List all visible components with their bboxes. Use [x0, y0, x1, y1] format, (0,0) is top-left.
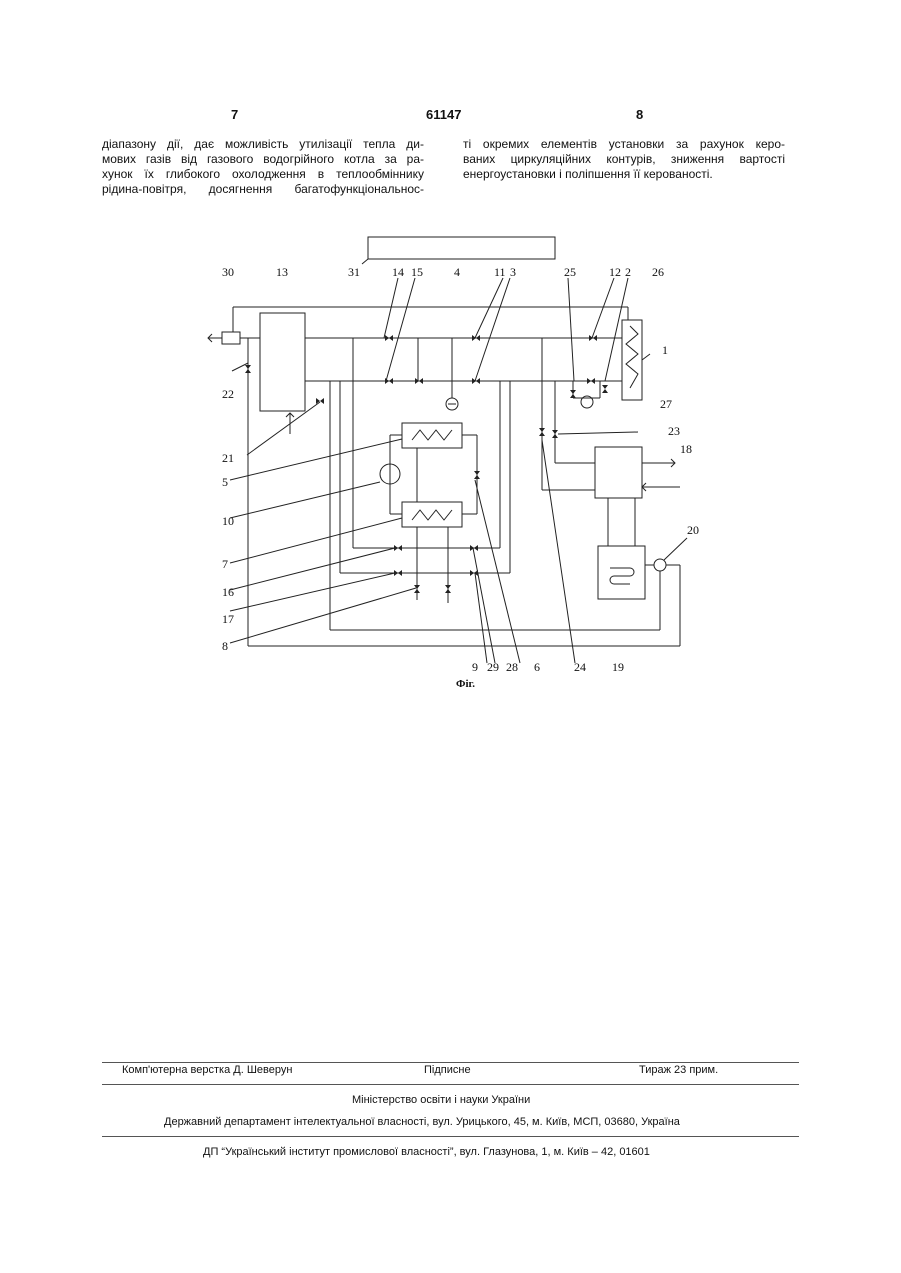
label-1: 1	[662, 343, 668, 357]
label-27: 27	[660, 397, 672, 411]
label-9: 9	[472, 660, 478, 674]
footer-rule	[102, 1084, 799, 1085]
label-22: 22	[222, 387, 234, 401]
label-2: 2	[625, 265, 631, 279]
label-24: 24	[574, 660, 586, 674]
footer-rule	[102, 1062, 799, 1063]
label-16: 16	[222, 585, 234, 599]
label-10: 10	[222, 514, 234, 528]
schematic-diagram: 30 13 31 14 15 4 11 3 25 12 2 26 1 22 27…	[190, 228, 730, 698]
block-13	[260, 313, 305, 411]
label-25: 25	[564, 265, 576, 279]
label-23: 23	[668, 424, 680, 438]
text-line: рідина-повітря, досягнення багатофункціо…	[102, 182, 424, 197]
text-column-right: ті окремих елементів установки за рахуно…	[463, 137, 785, 182]
label-18: 18	[680, 442, 692, 456]
label-13: 13	[276, 265, 288, 279]
label-5: 5	[222, 475, 228, 489]
label-20: 20	[687, 523, 699, 537]
text-line: ваних циркуляційних контурів, зниження в…	[463, 152, 785, 167]
text-line: енергоустановки і поліпшення її керовано…	[463, 167, 785, 182]
label-4: 4	[454, 265, 460, 279]
department-address: Державний департамент інтелектуальної вл…	[164, 1116, 680, 1128]
label-7: 7	[222, 557, 228, 571]
ministry-name: Міністерство освіти і науки України	[352, 1094, 530, 1106]
component-30	[222, 332, 240, 344]
footer-rule	[102, 1136, 799, 1137]
label-31: 31	[348, 265, 360, 279]
label-17: 17	[222, 612, 234, 626]
figure-caption: Фіг.	[456, 678, 475, 690]
tank-19	[598, 546, 645, 599]
label-15: 15	[411, 265, 423, 279]
block-18	[595, 447, 642, 498]
heat-exchanger-26	[622, 320, 642, 400]
label-11: 11	[494, 265, 506, 279]
page-number-left: 7	[231, 107, 238, 122]
label-8: 8	[222, 639, 228, 653]
page-number-right: 8	[636, 107, 643, 122]
pump-20	[654, 559, 666, 571]
label-14: 14	[392, 265, 404, 279]
text-line: хунок їх глибокого охолодження в теплооб…	[102, 167, 424, 182]
label-21: 21	[222, 451, 234, 465]
label-26: 26	[652, 265, 664, 279]
title-block-31	[368, 237, 555, 259]
signed-note: Підписне	[424, 1064, 471, 1076]
circulation-note: Тираж 23 прим.	[639, 1064, 718, 1076]
label-19: 19	[612, 660, 624, 674]
label-12: 12	[609, 265, 621, 279]
patent-number: 61147	[426, 107, 461, 122]
institute-address: ДП “Український інститут промислової вла…	[203, 1146, 650, 1158]
label-3: 3	[510, 265, 516, 279]
text-line: ті окремих елементів установки за рахуно…	[463, 137, 785, 152]
text-column-left: діапазону дії, дає можливість утилізації…	[102, 137, 424, 197]
label-30: 30	[222, 265, 234, 279]
label-6: 6	[534, 660, 540, 674]
text-line: мових газів від газового водогрійного ко…	[102, 152, 424, 167]
text-line: діапазону дії, дає можливість утилізації…	[102, 137, 424, 152]
label-28: 28	[506, 660, 518, 674]
label-29: 29	[487, 660, 499, 674]
layout-credit: Комп'ютерна верстка Д. Шеверун	[122, 1064, 292, 1076]
